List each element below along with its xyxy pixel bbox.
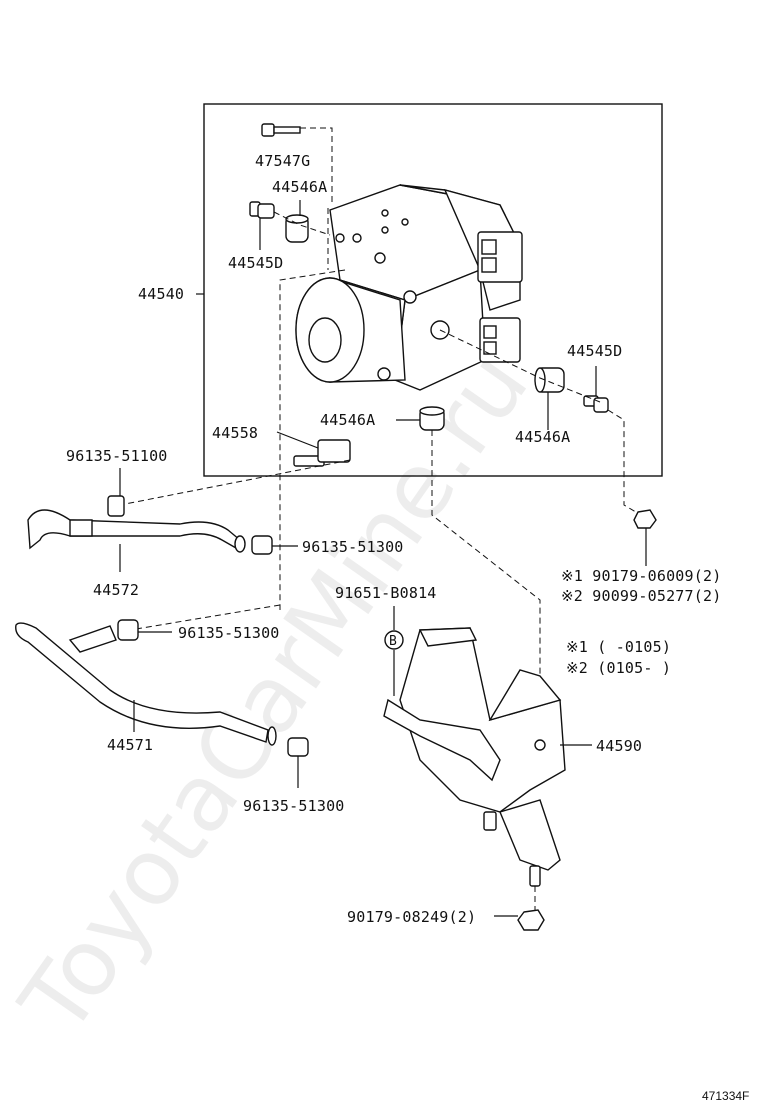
label-96135-51300-c: 96135-51300: [243, 797, 345, 815]
abs-actuator: [295, 184, 523, 391]
bracket-44590: [383, 627, 566, 871]
dash-47547G: [300, 127, 333, 205]
label-96135-51300-b: 96135-51300: [178, 624, 280, 642]
label-90179-08249: 90179-08249(2): [347, 908, 476, 926]
label-44540: 44540: [138, 285, 184, 303]
label-44546A-mid: 44546A: [320, 411, 375, 429]
label-47547G: 47547G: [255, 152, 310, 170]
hose-44572: [27, 509, 246, 553]
label-44572: 44572: [93, 581, 139, 599]
label-96135-51300-a: 96135-51300: [302, 538, 404, 556]
nut-90179-08249: [517, 909, 545, 931]
clamp-96135-51300-b: [117, 619, 139, 641]
label-44571: 44571: [107, 736, 153, 754]
note1-part: ※1 90179-06009(2): [561, 567, 721, 585]
stud-bottom-left: [483, 811, 497, 831]
note2-range: ※2 (0105- ): [566, 659, 671, 677]
grommet-44546A-right: [534, 367, 565, 393]
label-91651-B0814: 91651-B0814: [335, 584, 437, 602]
clamp-96135-51300-c: [287, 737, 309, 757]
label-44545D-left: 44545D: [228, 254, 283, 272]
nut-90179-06009: [633, 509, 657, 529]
grommet-44546A-top: [285, 214, 309, 243]
label-44545D-right: 44545D: [567, 342, 622, 360]
clamp-96135-51300-a: [251, 535, 273, 555]
clamp-96135-51100: [107, 495, 125, 517]
stud-bottom-right: [529, 865, 541, 887]
b-marker-label: B: [389, 634, 397, 649]
fitting-44558: [293, 439, 351, 467]
b-marker: [384, 630, 404, 650]
bolt-47547G: [261, 123, 301, 137]
figure-id: 471334F: [702, 1089, 749, 1103]
hose-44571: [15, 622, 277, 746]
note2-part: ※2 90099-05277(2): [561, 587, 721, 605]
assembly-frame: [203, 103, 663, 477]
label-44590: 44590: [596, 737, 642, 755]
bushing-44545D-left: [249, 201, 275, 219]
grommet-44546A-mid: [419, 406, 445, 431]
label-96135-51100: 96135-51100: [66, 447, 168, 465]
bushing-44545D-right: [583, 395, 609, 413]
label-44558: 44558: [212, 424, 258, 442]
label-44546A-top: 44546A: [272, 178, 327, 196]
note1-range: ※1 ( -0105): [566, 638, 671, 656]
label-44546A-right: 44546A: [515, 428, 570, 446]
